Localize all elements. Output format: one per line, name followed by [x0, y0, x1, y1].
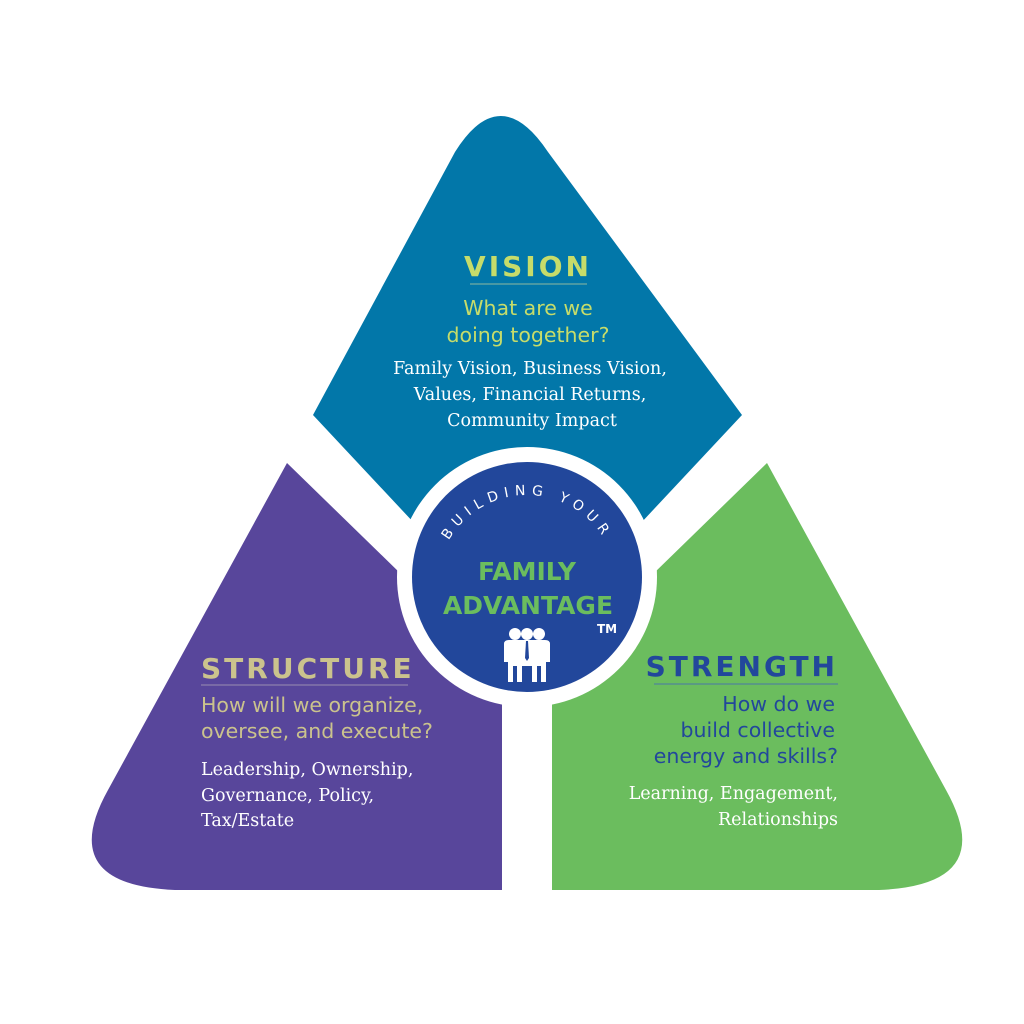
structure-item-line: Tax/Estate [201, 811, 294, 831]
structure-question-line: How will we organize, [201, 693, 423, 717]
vision-question-line: doing together? [447, 323, 610, 347]
vision-item-line: Values, Financial Returns, [413, 385, 647, 405]
strength-section: STRENGTH How do we build collective ener… [629, 650, 838, 830]
strength-question-line: energy and skills? [654, 744, 838, 768]
vision-section: VISION What are we doing together? Famil… [393, 250, 667, 431]
vision-item-line: Community Impact [447, 411, 617, 431]
structure-section: STRUCTURE How will we organize, oversee,… [201, 652, 433, 831]
trademark-mark: TM [597, 622, 617, 636]
badge-title-line2: ADVANTAGE [443, 591, 613, 620]
vision-question-line: What are we [463, 296, 592, 320]
strength-title: STRENGTH [646, 650, 838, 683]
structure-item-line: Governance, Policy, [201, 786, 374, 806]
vision-item-line: Family Vision, Business Vision, [393, 359, 667, 379]
structure-title: STRUCTURE [201, 652, 415, 685]
strength-question-line: build collective [681, 718, 836, 742]
structure-item-line: Leadership, Ownership, [201, 760, 413, 780]
family-people-icon [504, 628, 550, 682]
strength-item-line: Learning, Engagement, [629, 784, 838, 804]
structure-segment [91, 463, 503, 890]
vision-title: VISION [464, 250, 592, 283]
badge-title-line1: FAMILY [478, 557, 577, 586]
strength-item-line: Relationships [718, 810, 838, 830]
center-badge: BUILDING YOUR FAMILY ADVANTAGE TM [397, 447, 657, 707]
strength-question-line: How do we [722, 692, 835, 716]
badge-circle [412, 462, 642, 692]
vision-segment [313, 116, 742, 540]
structure-question-line: oversee, and execute? [201, 719, 433, 743]
strength-segment [552, 463, 963, 890]
